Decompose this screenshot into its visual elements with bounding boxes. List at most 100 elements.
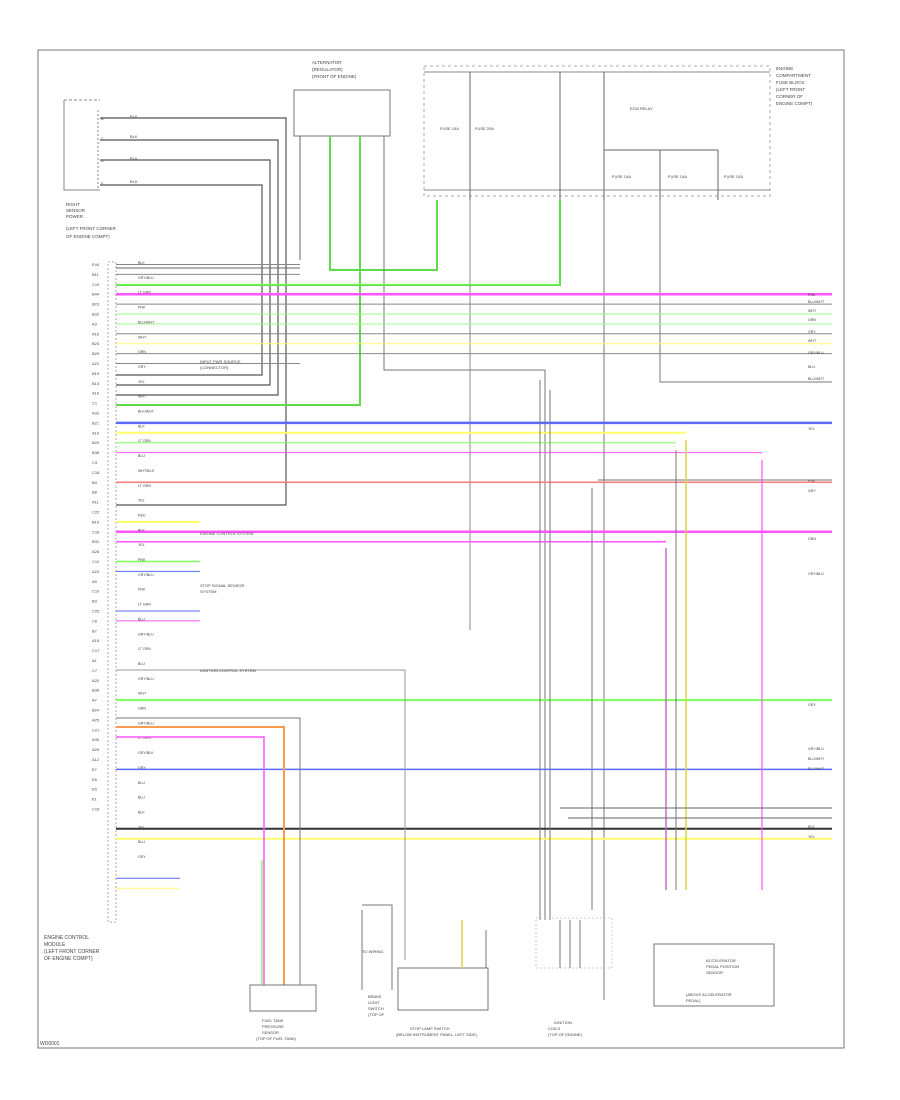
relay-wire-color: BLK [130,114,138,119]
relay-label-line: RIGHT [66,202,80,207]
wire-color-label-left: GRY/BLU [138,573,154,577]
wire-color-label-right: GRY [808,489,816,493]
ecm-pin-label: A15 [92,638,100,643]
wire-color-label-left: LT GRN [138,439,151,443]
wire-color-label-left: GRN [138,350,146,354]
relay-terminal: E [101,181,104,186]
wire-color-label-left: YEL [138,825,145,829]
wire-color-label-left: BLU [138,781,145,785]
wire-color-label-left: GRY [138,365,146,369]
alternator-label-line: ALTERNATOR [312,60,342,65]
wire-color-label-right: BLU [808,365,815,369]
ecm-pin-label: B25 [92,341,100,346]
wire-color-label-left: BLK [138,424,145,428]
ignition-label-line: (TOP OF ENGINE) [548,1032,583,1037]
wire-color-label-left: BLU [138,840,145,844]
wire-color-label-right: BLU/WHT [808,377,825,381]
wire-color-label-left: BLK [138,528,145,532]
wire-color-label-left: BLU [138,796,145,800]
fuel-sensor-label-line: (TOP OF FUEL TANK) [256,1036,297,1041]
alternator-label-line: (REGULATOR) [312,67,343,72]
ecm-pin-label: A20 [92,678,100,683]
wire-color-label-left: PNK [138,558,146,562]
ecm-pin-label: B13 [92,381,100,386]
ecm-pin-label: A1 [92,658,98,663]
wire-color-label-left: GRY/BLU [138,721,154,725]
wire-color-label-left: WHT [138,692,147,696]
accel-label-line: (ABOVE ACCELERATOR [686,992,732,997]
fuse-block-label-line: (LEFT FRONT [776,87,805,92]
ecm-pin-label: A23 [92,569,100,574]
fuel-sensor-label-line: FUEL TANK [262,1018,284,1023]
engine-fuse-block: FUSE 15A FUSE 20A FUSE 15A FUSE 15A FUSE… [116,65,832,1000]
wire-color-label-right: GRY [808,703,816,707]
wire-color-label-left: RED [138,513,146,517]
accelerator-pedal-sensor: ACCELERATOR PEDAL POSITION SENSOR (ABOVE… [653,943,775,1007]
wire-color-label-left: YEL [138,543,145,547]
ecm-pin-label: B15 [92,519,100,524]
ecm-label-line: MODULE [44,942,66,948]
ecm-pin-label: C6 [92,618,98,623]
wire-color-label-left: LT GRN [138,647,151,651]
ecm-pin-label: E5 [92,787,98,792]
wire-color-label-left: BLK [138,261,145,265]
ignition-coils: IGNITION COILS (TOP OF ENGINE) [535,917,613,1037]
ecm-pin-label: A28 [92,549,100,554]
ecm-pin-label: A11 [92,500,100,505]
wire-color-label-left: WHT/BLK [138,469,155,473]
ecm-label-line: (LEFT FRONT CORNER [44,949,100,955]
fuse-label: FUSE 15A [668,174,687,179]
side-note: (CONNECTOR) [200,365,229,370]
ecm-label-line: ENGINE CONTROL [44,935,89,941]
ecm-pin-label: B8 [92,490,98,495]
ecm-pin-label: A3 [92,321,98,326]
ignition-label-line: IGNITION [554,1020,572,1025]
accel-label-line: PEDAL POSITION [706,964,739,969]
ecm-pin-label: B7 [92,628,98,633]
wire-color-label-right: BLK [808,825,815,829]
wire-color-label-left: BLU [138,662,145,666]
wire-color-label-left: GRY/BLK [138,751,154,755]
wire-color-label-left: WHT [138,395,147,399]
fuse-label: FUSE 15A [612,174,631,179]
fuse-label: FUSE 20A [475,126,494,131]
wire-color-label-left: PNK [138,306,146,310]
ecm-pin-label: A16 [92,391,100,396]
wire-color-label-right: PNK [808,479,816,483]
ecm-pin-label: B31 [92,539,100,544]
side-note: INPUT PWR SOURCE [200,359,241,364]
ecm-pin-label: C18 [92,470,100,475]
ecm-pin-label: C16 [92,529,100,534]
ecm-pin-label: B32 [92,312,100,317]
alternator-connector: ALTERNATOR (REGULATOR) (FRONT OF ENGINE) [116,60,546,920]
wire-color-label-right: BLU/WHT [808,767,825,771]
wire-color-label-right: GRY/BLU [808,747,824,751]
fuse-block-label-line: ENGINE [776,66,793,71]
ecm-pin-label: B24 [92,708,100,713]
brake-light-switch: BRAKE LIGHT SWITCH (TOP OF [361,904,393,1017]
ecm-pin-label: C21 [92,727,100,732]
ecm-pin-label: A25 [92,747,100,752]
wire-color-label-left: GRY [138,766,146,770]
wire-color-label-left: BLU [138,617,145,621]
ecm-pin-label: A10 [92,430,100,435]
ecm-pin-label: B3 [92,599,98,604]
wire-color-label-left: GRY/BLU [138,677,154,681]
ecm-pin-label: A21 [92,361,100,366]
ecm-pin-label: B4 [92,480,98,485]
connector-label: TO WIRING [362,949,383,954]
wire-color-label-left: GRY/BLU [138,276,154,280]
ecm-pin-label: B20 [92,440,100,445]
wire-color-label-left: LT GRN [138,603,151,607]
accel-label-line: ACCELERATOR [706,958,736,963]
wire-color-label-right: WHT [808,339,817,343]
wire-color-label-left: BLU [138,454,145,458]
wire-color-label-right: BLU/WHT [808,757,825,761]
ecm-pin-label: B44 [92,292,100,297]
side-note: STOP SIGNAL SENSOR [200,583,244,588]
ecm-pin-label: B19 [92,371,100,376]
ecm-pin-label: A16 [92,331,100,336]
ecm-label-line: OF ENGINE COMPT) [44,956,93,962]
wire-color-label-left: LT GRN [138,736,151,740]
